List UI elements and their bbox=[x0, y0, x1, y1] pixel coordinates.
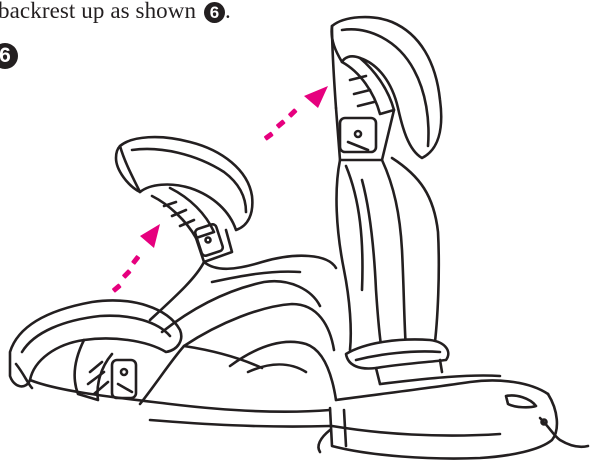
seat-base bbox=[318, 340, 588, 459]
seat-backrest-middle bbox=[116, 137, 336, 400]
raise-arrow-lower bbox=[112, 224, 160, 293]
seat-backrest-raised bbox=[332, 17, 442, 352]
raise-arrow-upper bbox=[264, 86, 328, 141]
